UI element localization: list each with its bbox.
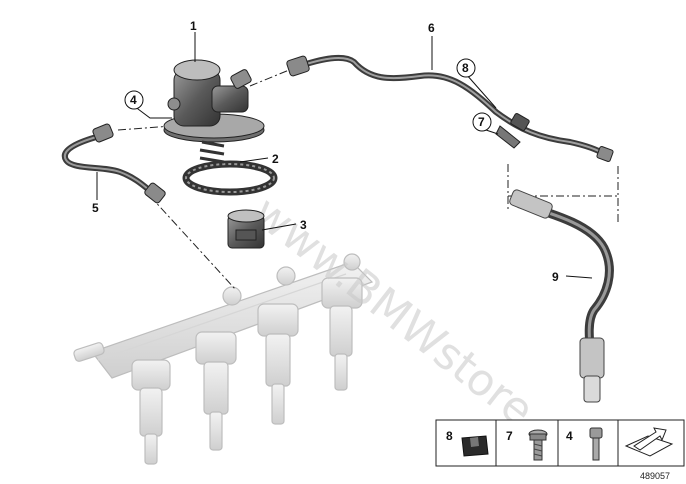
part-5-fuel-line [61,123,166,204]
callout-3: 3 [300,218,307,232]
leader-lines [96,32,593,279]
legend-item-8-label: 8 [446,429,453,443]
callout-7: 7 [478,115,485,129]
callout-1: 1 [190,19,197,33]
part-6-fuel-line [286,54,614,162]
callouts: 1 2 3 4 5 6 8 7 9 [92,19,559,284]
callout-5: 5 [92,201,99,215]
fuel-rail-ghost [73,253,374,465]
part-2-seal-ring [182,140,278,196]
callout-2: 2 [272,152,279,166]
legend-box: 8 7 4 489057 [435,419,685,481]
callout-9: 9 [552,270,559,284]
callout-7-circle [472,112,492,132]
rubber-grommet-icon [461,435,489,457]
callout-6: 6 [428,21,435,35]
callout-8: 8 [462,61,469,75]
legend-item-7-label: 7 [506,429,513,443]
callout-8-circle [456,58,476,78]
part-1-high-pressure-pump [163,59,265,143]
orientation-arrow-icon [624,427,674,457]
part-9-flex-line [509,189,614,403]
legend-item-4-label: 4 [566,429,573,443]
hex-screw-icon [528,429,548,461]
callout-4: 4 [130,93,137,107]
socket-bolt-icon [589,427,603,461]
document-number: 489057 [640,471,670,481]
part-3-roller-tappet [227,209,265,249]
callout-4-circle [124,90,144,110]
